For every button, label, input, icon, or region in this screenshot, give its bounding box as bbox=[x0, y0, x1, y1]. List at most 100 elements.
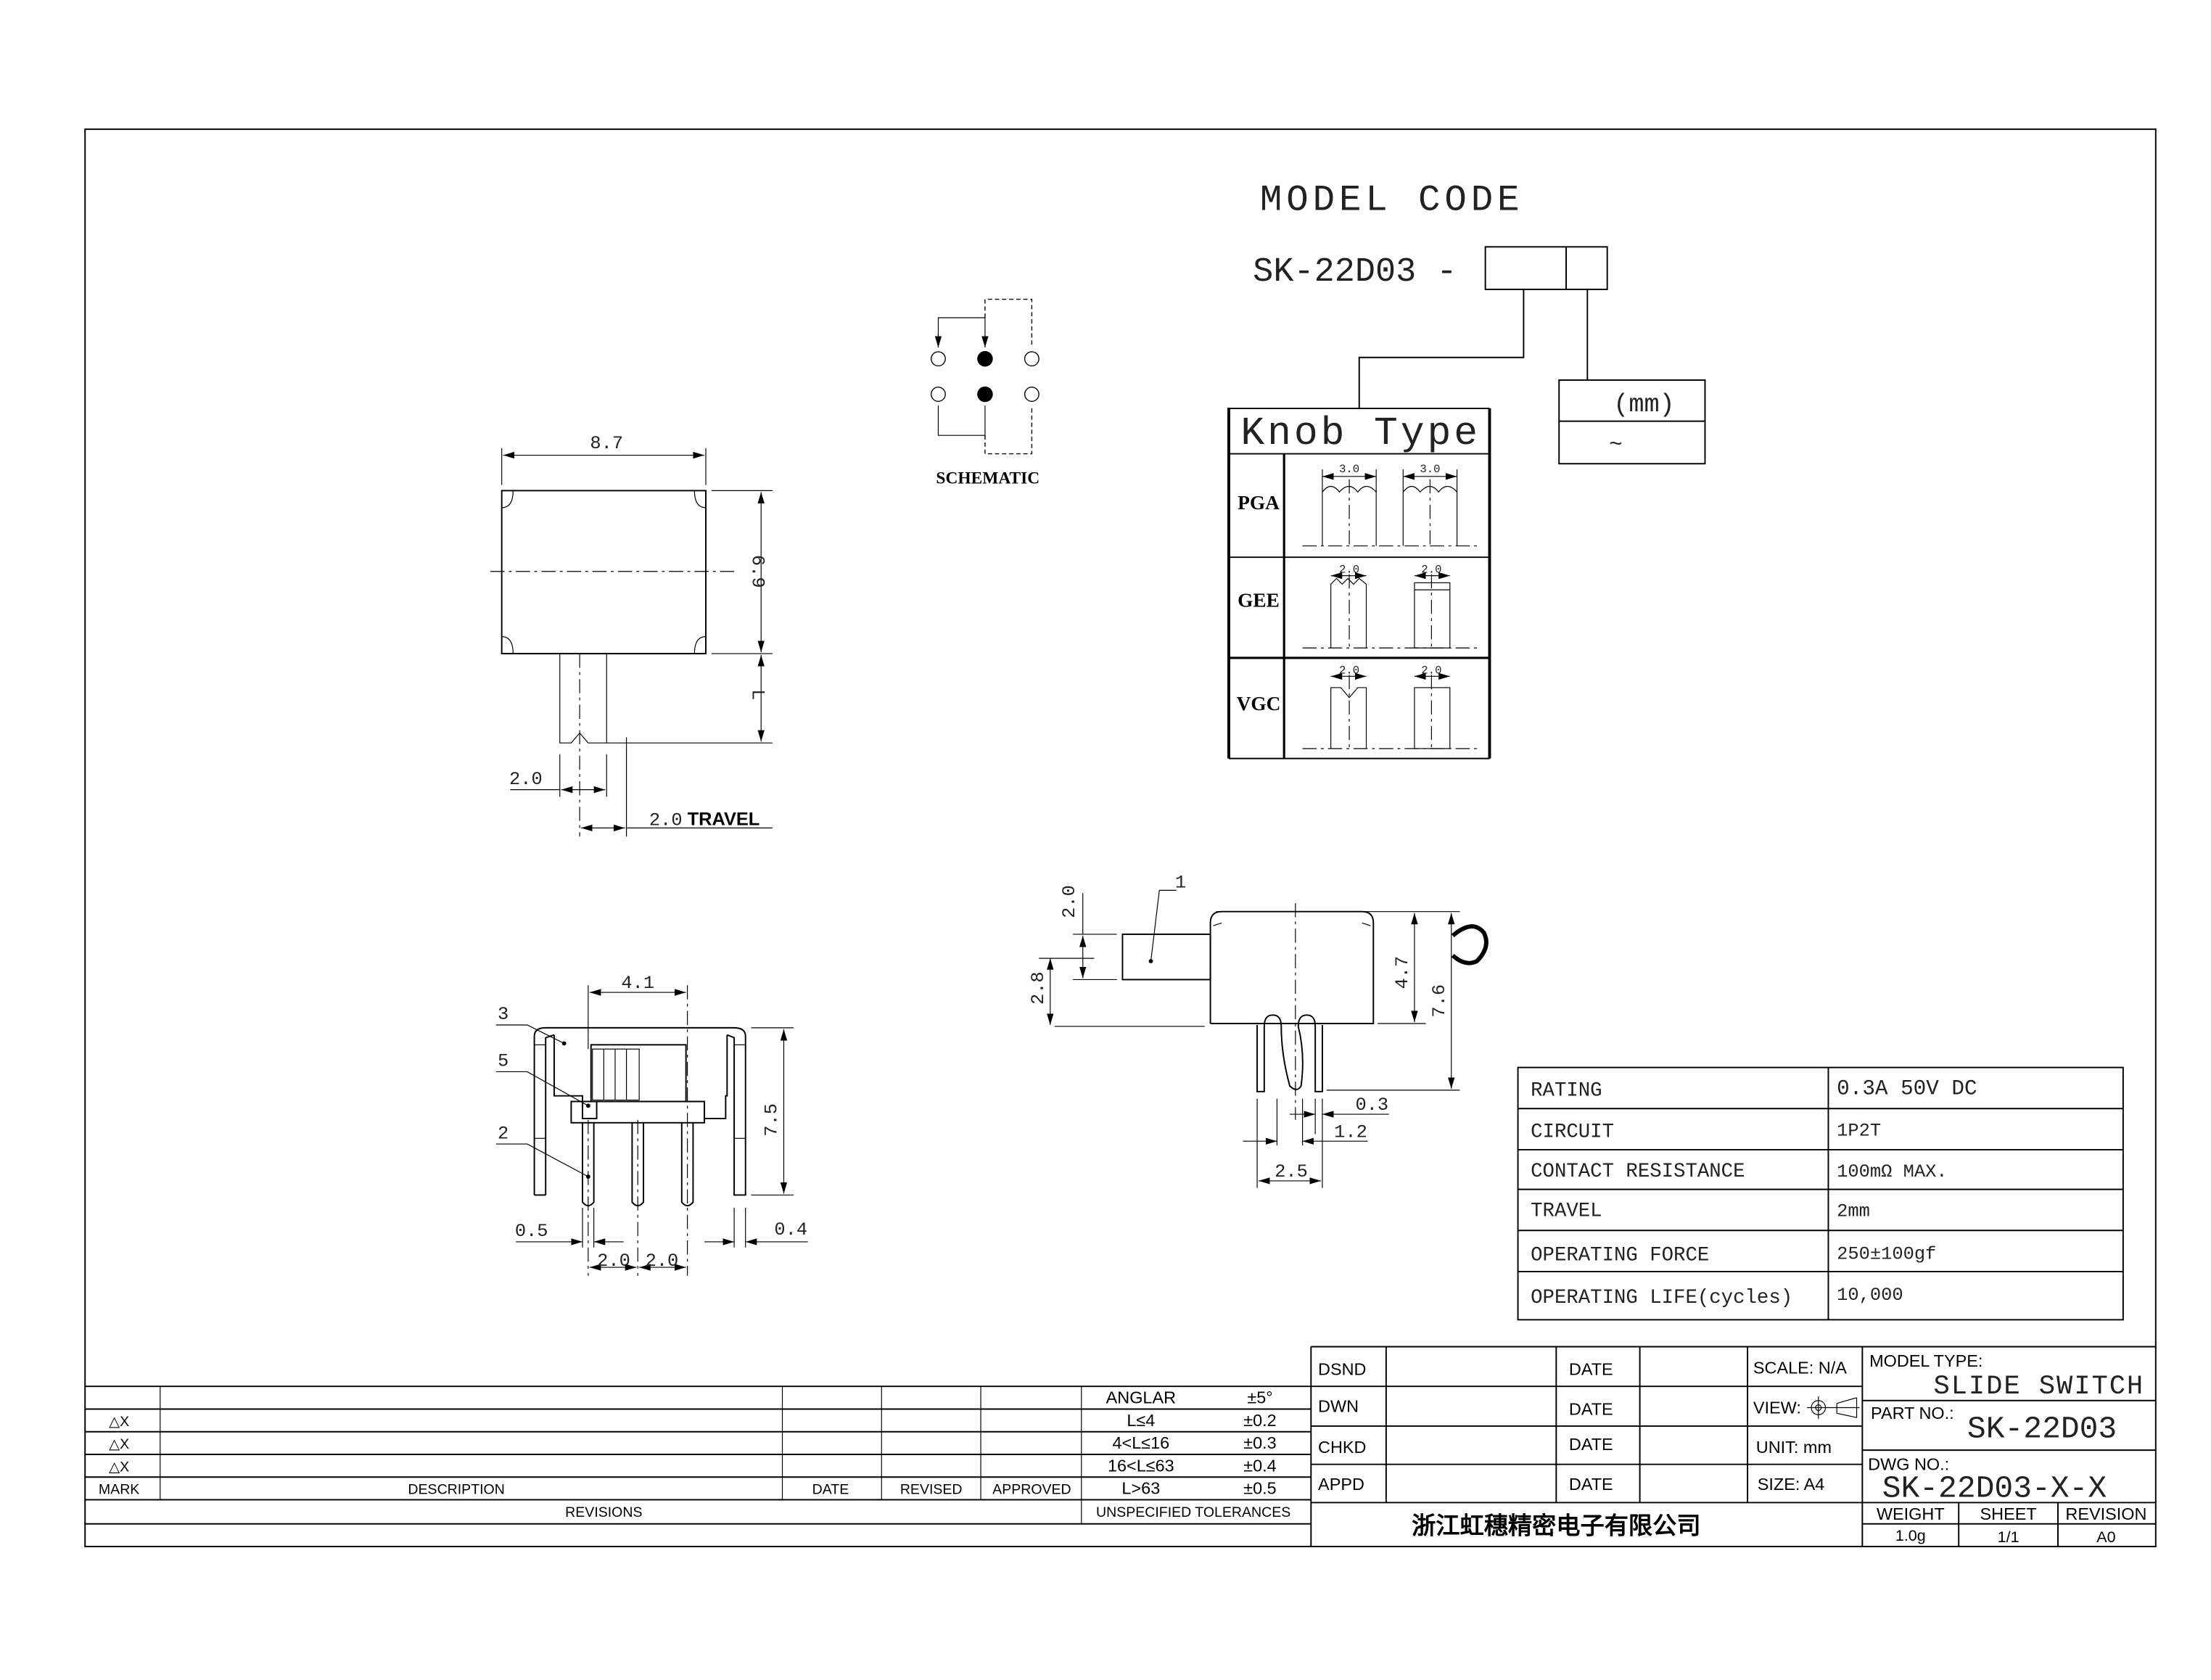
length-value: ~ bbox=[1609, 433, 1623, 458]
date-label: DATE bbox=[1569, 1360, 1613, 1379]
sheet-label: SHEET bbox=[1980, 1504, 2037, 1523]
knob-pga-drawing: 3.0 3.0 bbox=[1302, 463, 1477, 549]
dim-pitch-2: 2.0 bbox=[646, 1251, 679, 1272]
schematic: SCHEMATIC bbox=[930, 298, 1039, 488]
dim-height: 6.9 bbox=[746, 555, 767, 588]
dim-lever-length: L bbox=[746, 689, 767, 700]
dim-lever-offset: 2.8 bbox=[1028, 971, 1049, 1005]
role-dwn: DWN bbox=[1318, 1396, 1359, 1415]
spec-label: OPERATING FORCE bbox=[1531, 1244, 1709, 1267]
dim-total-height: 7.6 bbox=[1429, 984, 1450, 1018]
gee-dim-2: 2.0 bbox=[1421, 564, 1441, 577]
knob-label-pga: PGA bbox=[1238, 492, 1280, 514]
model-type: SLIDE SWITCH bbox=[1933, 1372, 2144, 1402]
dim-tab-width: 0.4 bbox=[774, 1219, 807, 1240]
tolerance-value: ±5° bbox=[1247, 1388, 1272, 1407]
terminal-icon bbox=[1024, 351, 1039, 367]
dim-pin-thickness: 0.3 bbox=[1355, 1095, 1388, 1116]
revisions-table: △X △X △X MARK DESCRIPTION DATE REVISED A… bbox=[85, 1346, 1312, 1547]
model-code: MODEL CODE SK-22D03 - (mm) ~ Knob Type P… bbox=[1227, 181, 1706, 759]
terminal-icon bbox=[977, 386, 993, 403]
model-code-title: MODEL CODE bbox=[1260, 181, 1523, 222]
company-name: 浙江虹穗精密电子有限公司 bbox=[1412, 1512, 1700, 1539]
knob-gee-drawing: 2.0 2.0 bbox=[1302, 564, 1477, 650]
knob-type-header: Knob Type bbox=[1240, 411, 1481, 456]
knob-vgc-drawing: 2.0 2.0 bbox=[1302, 664, 1477, 750]
date-label: DATE bbox=[1569, 1475, 1613, 1494]
spec-label: CONTACT RESISTANCE bbox=[1531, 1161, 1745, 1183]
spec-label: OPERATING LIFE(cycles) bbox=[1531, 1287, 1792, 1309]
spec-value: 1P2T bbox=[1837, 1120, 1881, 1141]
terminal-icon bbox=[1024, 387, 1039, 402]
dim-lever-height: 2.0 bbox=[1059, 885, 1080, 918]
dim-body-height: 4.7 bbox=[1392, 956, 1413, 989]
tolerance-range: 16<L≤63 bbox=[1108, 1456, 1174, 1475]
terminal-icon bbox=[930, 351, 946, 367]
model-type-label: MODEL TYPE: bbox=[1869, 1351, 1983, 1370]
spec-value: 100mΩ MAX. bbox=[1837, 1161, 1947, 1182]
weight-value: 1.0g bbox=[1895, 1527, 1926, 1544]
spec-value: 0.3A 50V DC bbox=[1837, 1077, 1977, 1101]
dim-pin-width-side: 1.2 bbox=[1334, 1121, 1367, 1142]
code-box bbox=[1484, 246, 1608, 290]
dim-pin-spacing: 2.5 bbox=[1275, 1161, 1308, 1182]
header-mark: MARK bbox=[99, 1482, 139, 1498]
pcb-mount-icon bbox=[1451, 924, 1489, 965]
tolerance-range: ANGLAR bbox=[1106, 1388, 1176, 1407]
part-no-label: PART NO.: bbox=[1871, 1404, 1954, 1422]
revision-label: REVISION bbox=[2065, 1504, 2146, 1523]
gee-dim-1: 2.0 bbox=[1339, 564, 1359, 577]
terminal-icon bbox=[977, 350, 993, 367]
dwg-no-label: DWG NO.: bbox=[1868, 1454, 1949, 1473]
side-view: 4.7 7.6 2.0 2.8 1 0.3 1.2 2.5 bbox=[1028, 872, 1489, 1188]
model-code-prefix: SK-22D03 - bbox=[1253, 253, 1457, 292]
header-date: DATE bbox=[812, 1482, 849, 1498]
dwg-no: SK-22D03-X-X bbox=[1882, 1471, 2107, 1507]
tolerance-value: ±0.2 bbox=[1243, 1411, 1276, 1430]
spec-label: TRAVEL bbox=[1531, 1201, 1602, 1223]
revision-value: A0 bbox=[2096, 1528, 2115, 1546]
spec-value: 10,000 bbox=[1837, 1285, 1903, 1306]
callout-1: 1 bbox=[1175, 872, 1186, 893]
spec-label: CIRCUIT bbox=[1531, 1121, 1614, 1143]
knob-label-gee: GEE bbox=[1238, 590, 1280, 612]
spec-label: RATING bbox=[1531, 1080, 1602, 1103]
header-approved: APPROVED bbox=[992, 1482, 1071, 1498]
tolerance-value: ±0.4 bbox=[1243, 1456, 1276, 1475]
dim-pin-width: 0.5 bbox=[515, 1221, 548, 1242]
dim-pitch-1: 2.0 bbox=[597, 1251, 630, 1272]
title-block: DSND DWN CHKD APPD DATE DATE DATE DATE S… bbox=[1311, 1346, 2156, 1547]
length-unit: (mm) bbox=[1613, 390, 1674, 419]
front-view: 4.1 7.5 0.5 0.4 2.0 2.0 3 5 2 bbox=[495, 973, 808, 1276]
knob-type-table: Knob Type PGA GEE VGC 3.0 3.0 bbox=[1227, 408, 1491, 759]
revision-mark: △X bbox=[109, 1459, 129, 1475]
callout-2: 2 bbox=[498, 1123, 509, 1144]
tolerance-range: L≤4 bbox=[1127, 1411, 1155, 1430]
part-no: SK-22D03 bbox=[1967, 1412, 2117, 1447]
spec-table: RATING 0.3A 50V DC CIRCUIT 1P2T CONTACT … bbox=[1517, 1066, 2124, 1321]
dim-front-height: 7.5 bbox=[762, 1103, 783, 1137]
top-view: 8.7 6.9 L 2.0 2.0 TRAVEL bbox=[490, 433, 773, 837]
callout-3: 3 bbox=[498, 1004, 509, 1025]
pga-dim-1: 3.0 bbox=[1339, 463, 1359, 476]
unit-label: UNIT: mm bbox=[1756, 1438, 1832, 1457]
schematic-label: SCHEMATIC bbox=[936, 469, 1039, 488]
vgc-dim-1: 2.0 bbox=[1339, 664, 1359, 677]
view-label: VIEW: bbox=[1753, 1398, 1801, 1417]
header-revised: REVISED bbox=[900, 1482, 963, 1498]
size-label: SIZE: A4 bbox=[1758, 1475, 1825, 1494]
sheet-value: 1/1 bbox=[1998, 1528, 2019, 1546]
scale-label: SCALE: N/A bbox=[1753, 1359, 1847, 1378]
tolerance-value: ±0.5 bbox=[1243, 1479, 1276, 1498]
tolerance-value: ±0.3 bbox=[1243, 1433, 1276, 1452]
pga-dim-2: 3.0 bbox=[1420, 463, 1440, 476]
dim-travel: 2.0 TRAVEL bbox=[649, 809, 759, 831]
date-label: DATE bbox=[1569, 1399, 1613, 1418]
tolerance-range: L>63 bbox=[1121, 1479, 1160, 1498]
sheet-border bbox=[84, 128, 2157, 1547]
dim-top-width: 4.1 bbox=[621, 973, 654, 994]
revision-mark: △X bbox=[109, 1436, 129, 1452]
role-dsnd: DSND bbox=[1318, 1360, 1366, 1379]
weight-label: WEIGHT bbox=[1877, 1504, 1945, 1523]
